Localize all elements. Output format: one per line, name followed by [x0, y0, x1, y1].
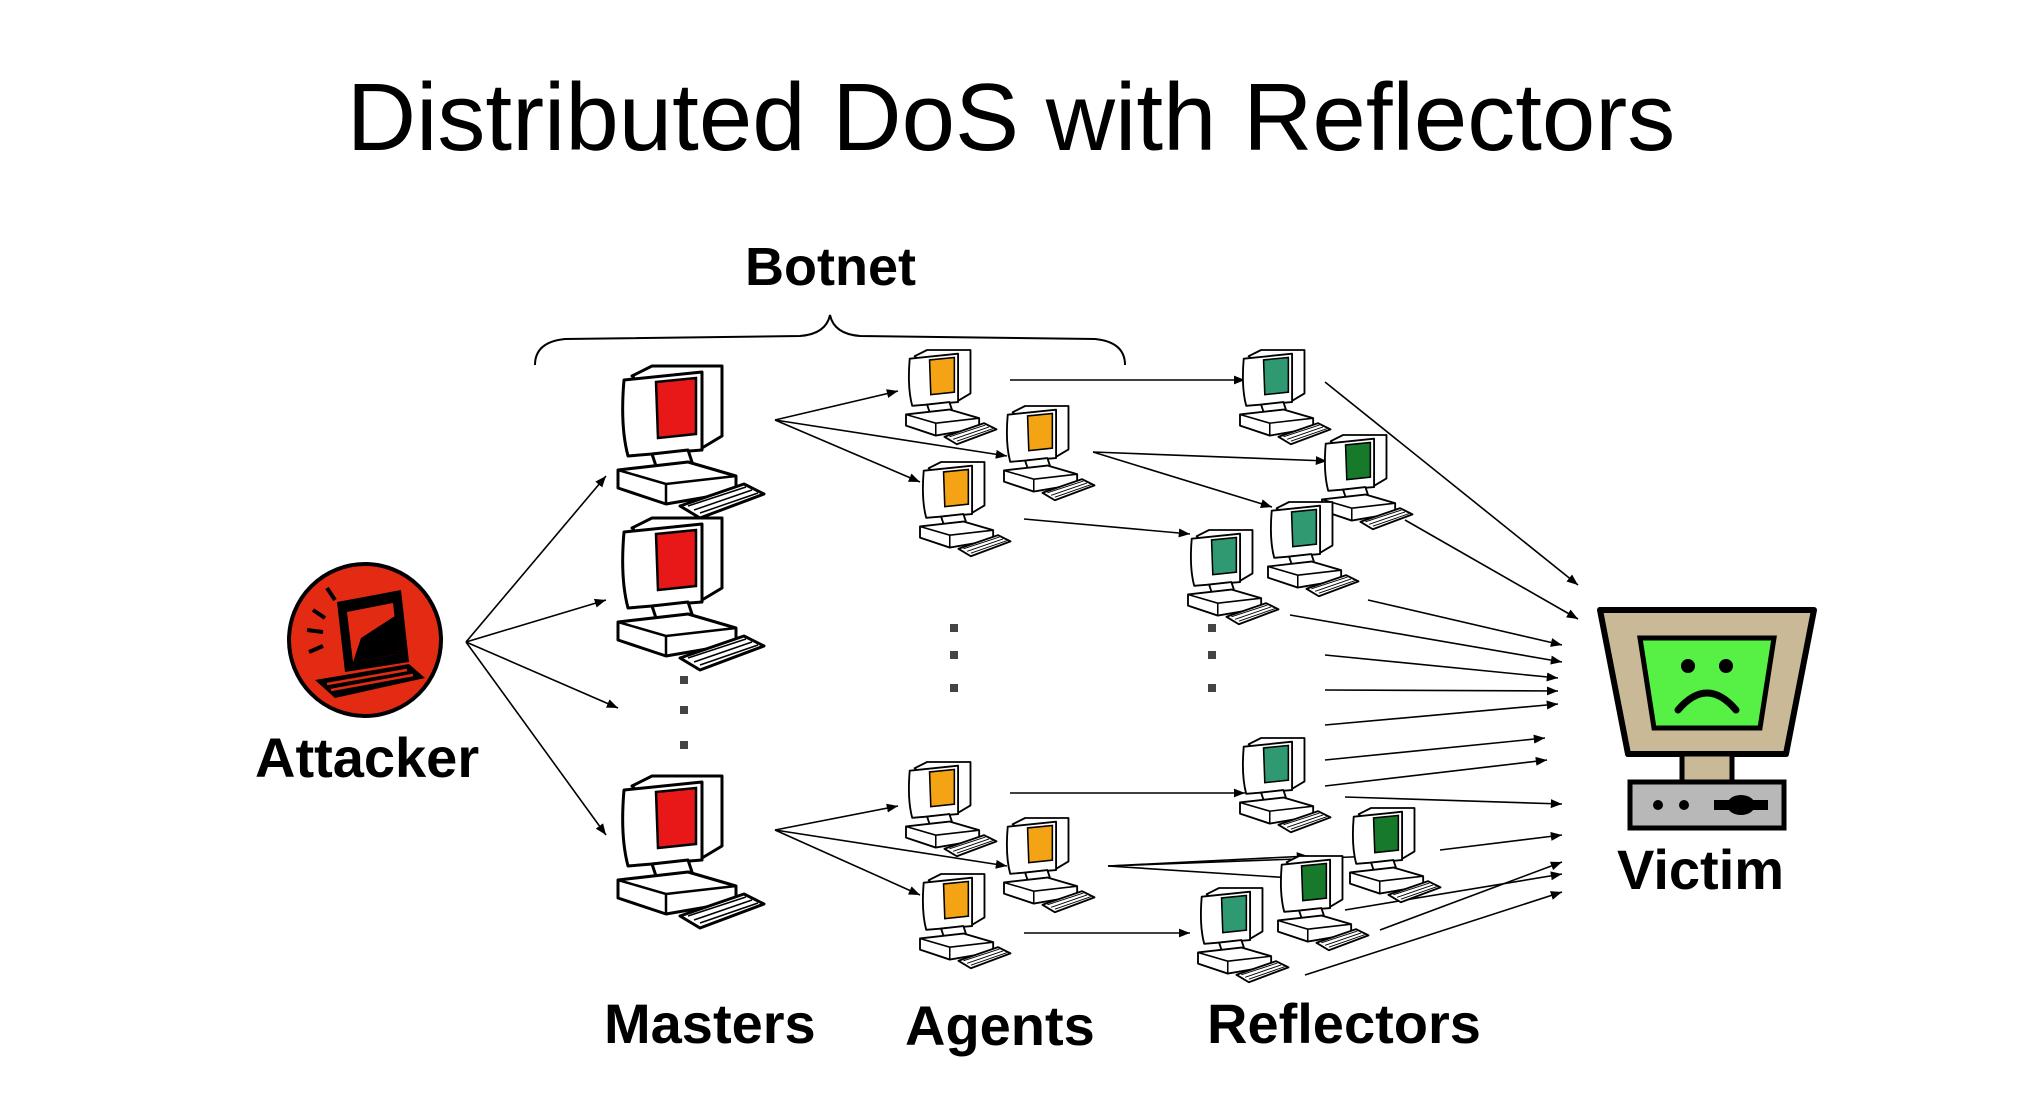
- victim-label: Victim: [1617, 838, 1785, 901]
- ellipsis-dot: [680, 676, 688, 684]
- agent-computer-icon: [919, 461, 1012, 558]
- arrow-20: [1324, 381, 1579, 586]
- reflector-computer-icon: [1349, 807, 1442, 904]
- agent-computer-icon: [1003, 405, 1096, 502]
- arrow-30: [1439, 831, 1563, 851]
- victim-monitor-icon: [1597, 607, 1817, 831]
- ellipsis-dot: [950, 684, 958, 692]
- arrow-8: [774, 803, 899, 831]
- master-computer-icon: [616, 774, 766, 930]
- agent-computer-icon: [905, 761, 998, 858]
- arrow-24: [1324, 654, 1559, 682]
- arrow-23: [1289, 614, 1563, 665]
- slide-title: Distributed DoS with Reflectors: [346, 64, 1676, 171]
- botnet-brace: [534, 314, 1126, 366]
- arrow-27: [1324, 734, 1546, 761]
- ellipsis-dot: [680, 706, 688, 714]
- arrow-2: [465, 598, 607, 643]
- arrow-21: [1404, 519, 1579, 620]
- arrow-12: [1092, 451, 1328, 466]
- arrow-1: [465, 475, 607, 643]
- reflector-computer-icon: [1197, 887, 1290, 984]
- master-computer-icon: [616, 364, 766, 520]
- arrow-22: [1367, 599, 1563, 647]
- agent-computer-icon: [905, 349, 998, 446]
- ellipsis-dot: [1208, 684, 1216, 692]
- arrow-4: [465, 641, 607, 836]
- agent-computer-icon: [1003, 817, 1096, 914]
- ellipsis-dot: [680, 741, 688, 749]
- arrow-31: [1379, 861, 1563, 931]
- arrow-6: [774, 419, 1008, 459]
- arrow-13: [1092, 451, 1273, 508]
- master-computer-icon: [616, 516, 766, 672]
- reflector-computer-icon: [1321, 434, 1414, 531]
- reflector-computer-icon: [1239, 737, 1332, 834]
- arrow-14: [1023, 518, 1191, 538]
- masters-label: Masters: [604, 992, 816, 1055]
- agents-label: Agents: [905, 994, 1095, 1057]
- reflectors-label: Reflectors: [1207, 992, 1481, 1055]
- reflector-computer-icon: [1277, 855, 1370, 952]
- botnet-label: Botnet: [745, 237, 916, 297]
- ellipsis-dot: [1208, 651, 1216, 659]
- attacker-icon: [287, 562, 443, 718]
- arrows-layer: [465, 375, 1579, 976]
- reflector-computer-icon: [1239, 349, 1332, 446]
- arrow-3: [465, 641, 619, 709]
- reflector-computer-icon: [1267, 501, 1360, 598]
- arrow-18: [1107, 865, 1293, 882]
- arrow-26: [1324, 700, 1559, 726]
- arrow-7: [774, 419, 921, 483]
- arrow-10: [774, 829, 921, 896]
- ellipsis-dot: [950, 624, 958, 632]
- reflector-computer-icon: [1187, 529, 1280, 626]
- arrow-29: [1344, 796, 1563, 809]
- ellipsis-dot: [950, 651, 958, 659]
- arrow-25: [1324, 686, 1559, 696]
- arrow-9: [774, 829, 1008, 869]
- agent-computer-icon: [919, 873, 1012, 970]
- nodes-layer: [287, 314, 1817, 984]
- arrow-33: [1344, 871, 1563, 911]
- arrow-32: [1304, 891, 1563, 976]
- ellipsis-dot: [1208, 624, 1216, 632]
- arrow-28: [1324, 756, 1548, 787]
- attacker-label: Attacker: [255, 726, 480, 789]
- arrow-5: [774, 389, 899, 421]
- sad-face-icon: [1674, 659, 1740, 714]
